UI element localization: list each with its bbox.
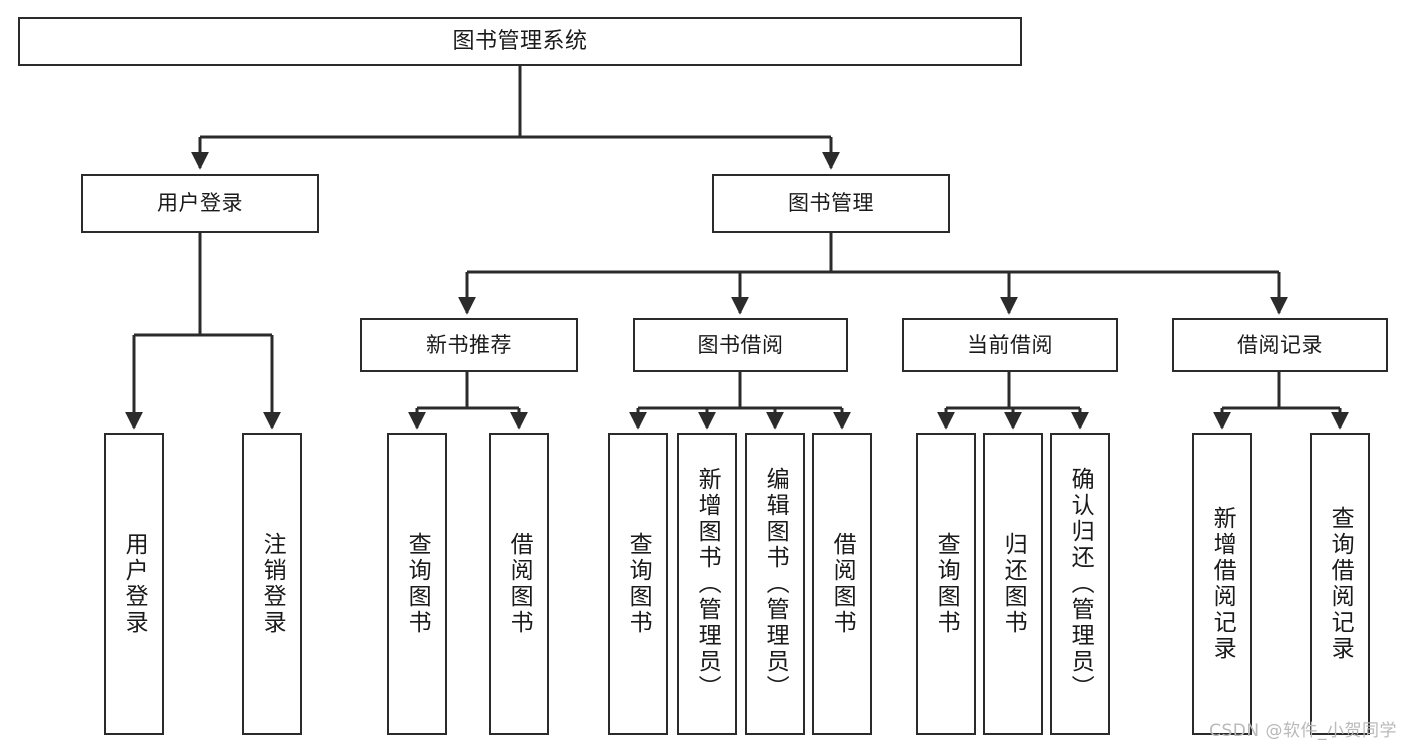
node-current-borrow-label: 当前借阅: [967, 332, 1053, 357]
node-borrow-record[interactable]: 借阅记录: [1172, 318, 1388, 372]
leaf-query-book-1[interactable]: 查询图书: [387, 433, 447, 735]
leaf-user-login[interactable]: 用户登录: [104, 433, 164, 735]
node-user-login[interactable]: 用户登录: [81, 174, 319, 233]
leaf-add-borrow-record[interactable]: 新增借阅记录: [1192, 433, 1252, 735]
leaf-confirm-return[interactable]: 确认归还（管理员）: [1050, 433, 1110, 735]
watermark-text: CSDN @软件_小贺同学: [1209, 721, 1397, 741]
leaf-query-book-3[interactable]: 查询图书: [916, 433, 976, 735]
node-book-borrow-label: 图书借阅: [697, 332, 784, 357]
leaf-query-book-1-label: 查询图书: [404, 532, 431, 636]
leaf-add-borrow-record-label: 新增借阅记录: [1209, 506, 1236, 662]
node-current-borrow[interactable]: 当前借阅: [902, 318, 1118, 372]
leaf-logout-label: 注销登录: [259, 532, 286, 636]
node-book-manage[interactable]: 图书管理: [712, 174, 950, 233]
leaf-borrow-book-1[interactable]: 借阅图书: [489, 433, 549, 735]
leaf-borrow-book-1-label: 借阅图书: [506, 532, 533, 636]
leaf-return-book-label: 归还图书: [1000, 532, 1027, 636]
node-root-label: 图书管理系统: [452, 28, 588, 54]
node-book-borrow[interactable]: 图书借阅: [633, 318, 848, 372]
leaf-edit-book[interactable]: 编辑图书（管理员）: [745, 433, 805, 735]
leaf-add-book[interactable]: 新增图书（管理员）: [677, 433, 737, 735]
leaf-logout[interactable]: 注销登录: [242, 433, 302, 735]
node-root[interactable]: 图书管理系统: [18, 17, 1022, 66]
leaf-add-book-label: 新增图书（管理员）: [694, 467, 721, 701]
leaf-return-book[interactable]: 归还图书: [983, 433, 1043, 735]
leaf-confirm-return-label: 确认归还（管理员）: [1067, 467, 1094, 701]
node-book-manage-label: 图书管理: [788, 191, 874, 216]
leaf-borrow-book-2[interactable]: 借阅图书: [812, 433, 872, 735]
node-borrow-record-label: 借阅记录: [1237, 332, 1323, 357]
node-new-book-recommend-label: 新书推荐: [426, 332, 512, 357]
node-new-book-recommend[interactable]: 新书推荐: [360, 318, 578, 372]
leaf-query-book-3-label: 查询图书: [933, 532, 960, 636]
leaf-borrow-book-2-label: 借阅图书: [829, 532, 856, 636]
leaf-query-borrow-record[interactable]: 查询借阅记录: [1310, 433, 1370, 735]
leaf-edit-book-label: 编辑图书（管理员）: [762, 467, 789, 701]
node-user-login-label: 用户登录: [157, 191, 243, 216]
leaf-query-book-2-label: 查询图书: [625, 532, 652, 636]
leaf-query-book-2[interactable]: 查询图书: [608, 433, 668, 735]
leaf-query-borrow-record-label: 查询借阅记录: [1327, 506, 1354, 662]
leaf-user-login-label: 用户登录: [121, 532, 148, 636]
